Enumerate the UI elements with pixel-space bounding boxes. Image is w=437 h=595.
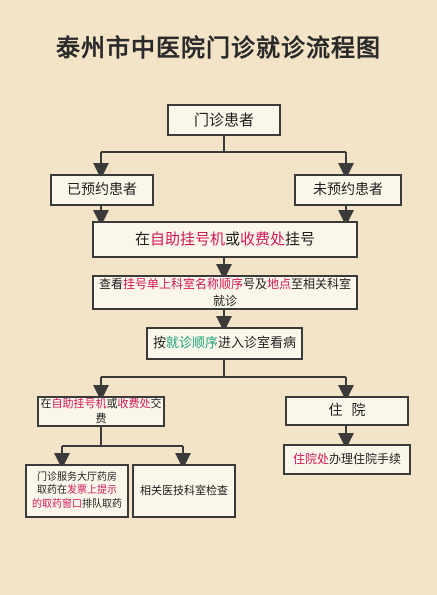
node-pharmacy: 门诊服务大厅药房 取药在发票上提示 的取药窗口排队取药 xyxy=(25,464,129,518)
node-hospitalization: 住 院 xyxy=(285,396,409,426)
node-pay: 在自助挂号机或收费处交费 xyxy=(37,396,165,427)
node-outpatient: 门诊患者 xyxy=(167,104,281,136)
node-reserved-patient: 已预约患者 xyxy=(50,174,154,206)
node-medical-exam: 相关医技科室检查 xyxy=(132,464,236,518)
node-register: 在自助挂号机或收费处挂号 xyxy=(92,221,358,258)
page-title: 泰州市中医院门诊就诊流程图 xyxy=(56,34,381,62)
node-admission: 住院处办理住院手续 xyxy=(283,444,411,475)
node-unreserved-patient: 未预约患者 xyxy=(294,174,402,206)
node-enter-clinic: 按就诊顺序进入诊室看病 xyxy=(146,327,303,360)
node-check-department: 查看挂号单上科室名称顺序号及地点至相关科室就诊 xyxy=(92,275,358,310)
